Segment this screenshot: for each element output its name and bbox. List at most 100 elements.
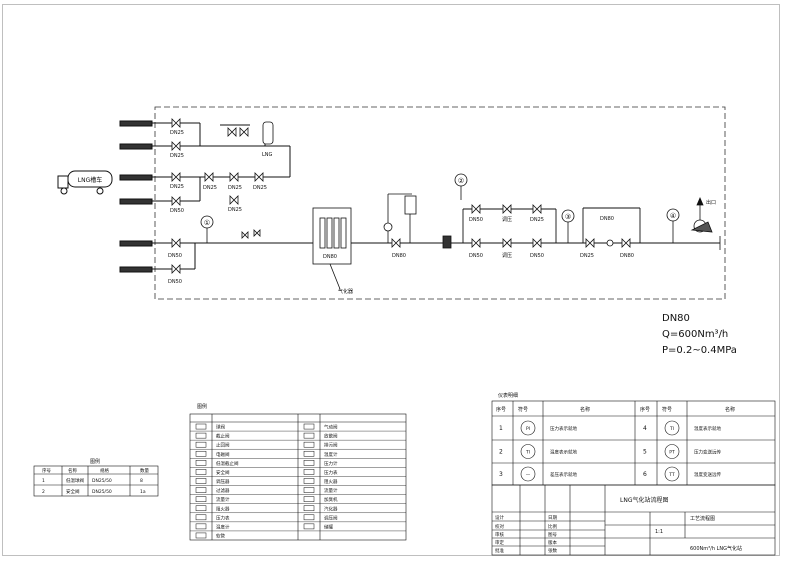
svg-text:LNG: LNG [262, 152, 273, 158]
instrument-tag-4: ④ [666, 208, 680, 243]
legend-symbol [195, 505, 207, 512]
legend-symbol [195, 478, 207, 484]
title-block-text: LNG气化站流程图 600Nm³/h LNG气化站 工艺流程图 1:1 [620, 496, 742, 552]
legend-symbol [303, 469, 315, 475]
legend-item-label: 截止阀 [216, 433, 230, 440]
instrument-name: 温度表示就地 [550, 449, 577, 456]
svg-text:图例: 图例 [90, 458, 100, 465]
drawing-sheet-border [2, 4, 780, 556]
svg-text:低温球阀: 低温球阀 [66, 477, 84, 484]
svg-text:出口: 出口 [706, 199, 716, 206]
lower-valve-labels: DN50 DN50 [168, 253, 182, 285]
legend-item-label: 止回阀 [216, 442, 230, 449]
instrument-name: 温度表示就地 [694, 425, 721, 432]
instrument-row-number: 2 [499, 449, 503, 456]
odorizer-outlet: 出口 [690, 196, 721, 250]
project-title: LNG气化站流程图 [620, 496, 668, 504]
legend-symbol [195, 423, 207, 430]
legend-item-label: 气动阀 [324, 424, 338, 431]
legend-item-label: 流量计 [216, 496, 230, 503]
instrument-name: 压力变送远传 [694, 449, 721, 456]
instrument-symbol-code: TT [668, 472, 675, 478]
svg-text:DN50: DN50 [469, 253, 483, 259]
svg-text:DN80: DN80 [392, 253, 406, 259]
title-block-field: 张数 [548, 547, 557, 554]
legend-symbol [195, 496, 207, 502]
svg-text:仪表明细: 仪表明细 [498, 392, 518, 399]
svg-text:DN25: DN25 [170, 153, 184, 159]
svg-text:符号: 符号 [518, 406, 528, 413]
spec-flow: Q=600Nm³/h [662, 329, 729, 340]
design-spec: DN80 Q=600Nm³/h P=0.2~0.4MPa [662, 311, 737, 359]
spec-diameter: DN80 [662, 313, 690, 324]
svg-text:DN25/50: DN25/50 [92, 489, 112, 495]
legend-symbol [303, 460, 315, 466]
small-equipment-table: 图例 [33, 458, 159, 497]
svg-text:图例: 图例 [197, 403, 207, 410]
legend-symbol [303, 505, 315, 512]
svg-text:1:1: 1:1 [655, 529, 663, 535]
svg-text:名称: 名称 [68, 467, 77, 474]
legend-item-label: 调压器 [216, 478, 230, 485]
svg-text:2: 2 [42, 489, 45, 495]
title-block-field: 设计 [495, 514, 504, 521]
title-block-field: 日期 [548, 515, 557, 521]
instrument-name: 差压表示就地 [550, 471, 577, 478]
legend-item-label: 球阀 [216, 424, 225, 431]
instrument-symbol [664, 466, 680, 482]
safety-valve-mid [241, 229, 261, 239]
legend-item-label: 低温截止阀 [216, 460, 239, 467]
regulator-labels: DN50 调压 DN25 DN50 调压 DN50 [469, 216, 544, 259]
legend-item-label: 阻火器 [216, 505, 230, 512]
svg-text:工艺流程图: 工艺流程图 [690, 515, 715, 522]
instrument-symbol-code: — [526, 473, 531, 478]
legend-item-label: 储罐 [324, 523, 333, 530]
legend-item-label: 汽化器 [324, 505, 338, 512]
svg-text:规格: 规格 [100, 467, 109, 474]
svg-text:数量: 数量 [140, 467, 149, 474]
legend-symbol [303, 450, 315, 457]
svg-text:DN50: DN50 [168, 279, 182, 285]
instrument-symbol [520, 466, 536, 482]
instrument-name: 压力表示就地 [550, 425, 577, 432]
legend-symbol [195, 523, 207, 530]
lower-valves [171, 238, 181, 274]
instrument-row-number: 6 [643, 471, 647, 478]
svg-text:DN25: DN25 [580, 253, 594, 259]
svg-text:④: ④ [670, 212, 676, 220]
legend-item-label: 阻火器 [324, 478, 338, 485]
legend-symbol [195, 450, 207, 457]
title-block-field: 图号 [548, 532, 557, 538]
legend-item-label: 排污阀 [324, 442, 338, 449]
svg-text:DN25: DN25 [203, 185, 217, 191]
svg-text:DN80: DN80 [323, 254, 337, 260]
spec-pressure: P=0.2~0.4MPa [662, 345, 737, 356]
drawing-title: 600Nm³/h LNG气化站 [690, 545, 742, 552]
instrument-symbol-code: PI [526, 426, 530, 432]
lng-tanker-truck: LNG槽车 [57, 170, 113, 195]
legend-item-label: 调压阀 [324, 514, 338, 521]
instrument-symbol [664, 444, 680, 459]
legend-symbol [303, 423, 315, 430]
svg-text:气化器: 气化器 [338, 288, 353, 295]
legend-item-label: 压力计 [324, 460, 338, 467]
instrument-row-number: 4 [643, 425, 647, 432]
flow-meter-skid [582, 207, 641, 243]
svg-text:②: ② [458, 177, 464, 185]
legend-symbol [303, 487, 315, 493]
svg-text:8: 8 [140, 478, 143, 484]
meter-valves [585, 238, 631, 248]
svg-text:DN25: DN25 [228, 207, 242, 213]
svg-text:DN50: DN50 [469, 217, 483, 223]
svg-text:调压: 调压 [502, 216, 512, 223]
instrument-symbol-code: TI [669, 426, 674, 432]
svg-text:DN25: DN25 [530, 217, 544, 223]
svg-text:①: ① [204, 219, 210, 227]
legend-symbol [195, 469, 207, 475]
legend-symbol [195, 487, 207, 493]
legend-symbol [195, 514, 207, 521]
